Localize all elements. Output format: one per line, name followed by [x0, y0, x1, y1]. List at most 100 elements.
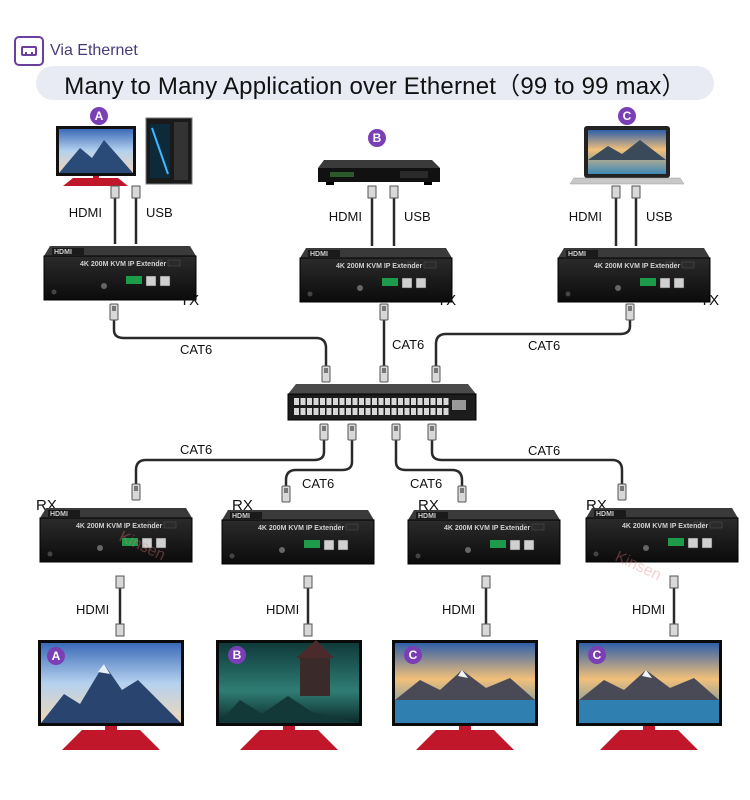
switch-port	[365, 398, 371, 405]
switch-port	[385, 398, 390, 405]
rx-4-model: 4K 200M KVM IP Extender	[622, 523, 709, 530]
source-a-badge-letter: A	[95, 109, 104, 123]
tx-2-label: TX	[437, 292, 456, 309]
display-monitor-2: B	[216, 640, 362, 750]
rx-hdmi-cables: HDMI HDMI HDMI HDMI	[76, 575, 679, 637]
rx-extender-4: HDMI 4K 200M KVM IP Extender	[585, 507, 739, 563]
display-1-badge: A	[52, 649, 61, 663]
rx-3-model: 4K 200M KVM IP Extender	[444, 525, 531, 532]
switch-port	[294, 398, 299, 405]
source-a-devices	[56, 117, 193, 186]
switch-port	[359, 398, 364, 405]
switch-port	[352, 408, 358, 415]
switch-ports	[294, 398, 449, 415]
uplink-cable-3-label: CAT6	[528, 338, 560, 353]
tx-1-model: 4K 200M KVM IP Extender	[80, 261, 167, 268]
switch-port	[352, 398, 358, 405]
source-b-set-top-box	[318, 160, 440, 185]
switch-port	[404, 398, 410, 405]
rx-extender-1: HDMI 4K 200M KVM IP Extender	[39, 507, 193, 563]
switch-port	[372, 408, 377, 415]
switch-port	[411, 408, 416, 415]
switch-port	[372, 398, 377, 405]
rx-3-brand: HDMI	[418, 513, 436, 520]
switch-port	[313, 408, 319, 415]
switch-port	[346, 408, 351, 415]
uplink-cables: CAT6 CAT6 CAT6	[109, 303, 635, 383]
downlink-cable-2-label: CAT6	[302, 476, 334, 491]
display-monitor-1: A	[38, 640, 184, 750]
display-4-badge: C	[593, 648, 602, 662]
tx-2-brand: HDMI	[310, 251, 328, 258]
switch-port	[437, 398, 442, 405]
source-b-hdmi-label: HDMI	[329, 209, 362, 224]
source-c-usb-label: USB	[646, 209, 673, 224]
network-switch	[287, 384, 477, 421]
source-c-badge: C	[618, 107, 636, 125]
source-c-hdmi-label: HDMI	[569, 209, 602, 224]
switch-port	[430, 398, 436, 405]
tx-3-model: 4K 200M KVM IP Extender	[594, 263, 681, 270]
switch-port	[365, 408, 371, 415]
switch-port	[333, 408, 338, 415]
switch-port	[313, 398, 319, 405]
switch-port	[424, 398, 429, 405]
switch-port	[424, 408, 429, 415]
rx-2-brand: HDMI	[232, 513, 250, 520]
source-c-laptop	[569, 126, 685, 185]
source-b-cables: HDMI USB	[329, 185, 431, 246]
switch-port	[398, 398, 403, 405]
rx-1-model: 4K 200M KVM IP Extender	[76, 523, 163, 530]
switch-port	[339, 398, 345, 405]
switch-port	[300, 408, 306, 415]
rx-2-label: RX	[232, 497, 253, 514]
switch-port	[320, 408, 325, 415]
display-monitor-4: C	[576, 640, 722, 750]
downlink-cable-1-label: CAT6	[180, 442, 212, 457]
switch-port	[326, 398, 332, 405]
source-a-usb-label: USB	[146, 205, 173, 220]
switch-port	[404, 408, 410, 415]
rx-1-brand: HDMI	[50, 511, 68, 518]
ethernet-icon	[14, 36, 44, 66]
switch-port	[346, 398, 351, 405]
switch-port	[378, 408, 384, 415]
rx-1-hdmi-label: HDMI	[76, 602, 109, 617]
switch-port	[398, 408, 403, 415]
tx-extender-3: HDMI 4K 200M KVM IP Extender	[557, 247, 711, 303]
source-a-monitor	[56, 126, 136, 186]
ethernet-tag: Via Ethernet	[14, 36, 138, 66]
switch-port	[417, 408, 423, 415]
tx-3-brand: HDMI	[568, 251, 586, 258]
source-a-hdmi-label: HDMI	[69, 205, 102, 220]
tx-2-model: 4K 200M KVM IP Extender	[336, 263, 423, 270]
display-monitor-3: C	[392, 640, 538, 750]
source-c-cables: HDMI USB	[569, 185, 673, 246]
downlink-cables: CAT6 CAT6 CAT6 CAT6	[131, 423, 627, 503]
switch-port	[430, 408, 436, 415]
switch-port	[307, 408, 312, 415]
source-b-usb-label: USB	[404, 209, 431, 224]
rx-4-hdmi-label: HDMI	[632, 602, 665, 617]
switch-port	[437, 408, 442, 415]
source-a-cables: HDMI USB	[69, 185, 173, 244]
tx-1-brand: HDMI	[54, 249, 72, 256]
display-2-badge: B	[233, 648, 242, 662]
switch-port	[411, 398, 416, 405]
switch-port	[417, 398, 423, 405]
switch-port	[333, 398, 338, 405]
switch-port	[339, 408, 345, 415]
rx-3-hdmi-label: HDMI	[442, 602, 475, 617]
rx-extender-3: HDMI 4K 200M KVM IP Extender	[407, 509, 561, 565]
source-b-badge: B	[368, 129, 386, 147]
switch-port	[443, 408, 449, 415]
rx-2-hdmi-label: HDMI	[266, 602, 299, 617]
switch-port	[320, 398, 325, 405]
page-title: Many to Many Application over Ethernet（9…	[64, 72, 686, 100]
downlink-cable-4-label: CAT6	[528, 443, 560, 458]
switch-port	[391, 408, 397, 415]
switch-port	[378, 398, 384, 405]
tx-1-label: TX	[180, 292, 199, 309]
downlink-cable-3-label: CAT6	[410, 476, 442, 491]
